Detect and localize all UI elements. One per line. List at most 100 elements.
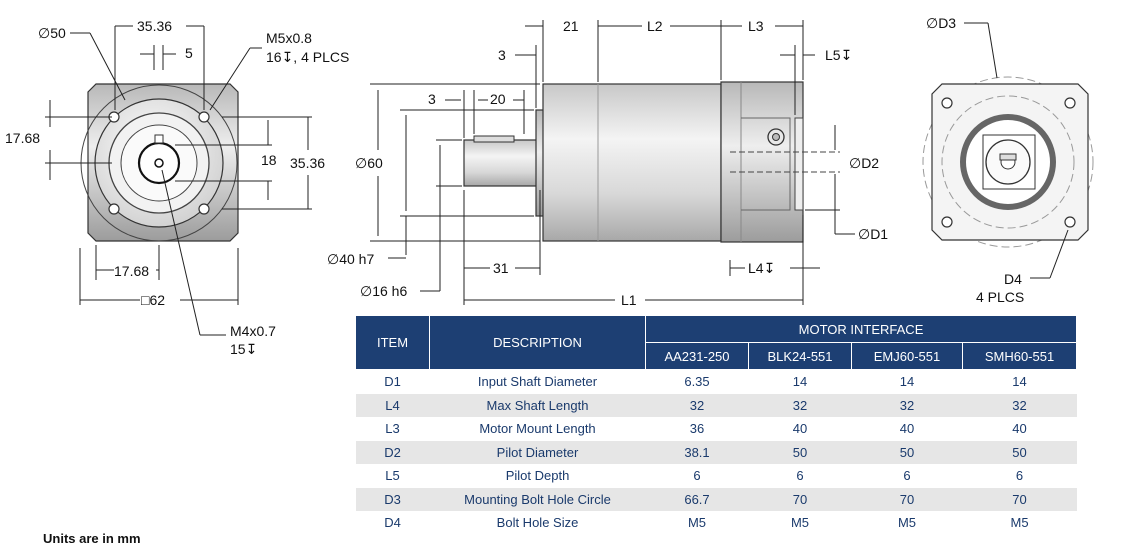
motor-header: BLK24-551 <box>748 342 852 370</box>
rear-dim-D4: D4 <box>1004 271 1022 287</box>
value-cell: 50 <box>748 440 852 464</box>
front-tap-label-1: M5x0.8 <box>266 30 312 46</box>
group-header: MOTOR INTERFACE <box>644 315 1078 343</box>
side-dim-L5: L5↧ <box>825 47 852 63</box>
side-dim-L1: L1 <box>621 292 637 308</box>
item-cell: D1 <box>384 374 401 390</box>
col-item-header: ITEM <box>355 315 430 370</box>
value-cell: 32 <box>851 393 963 417</box>
item-cell: L5 <box>385 468 400 484</box>
table-row: L4 Max Shaft Length 32 32 32 32 <box>355 393 1077 417</box>
value-cell: 14 <box>1012 374 1027 390</box>
item-cell: D2 <box>355 440 430 464</box>
front-key <box>154 134 164 144</box>
value-cell: 6 <box>693 468 701 484</box>
front-tap2-label-1: M4x0.7 <box>230 323 276 339</box>
value-cell: 40 <box>899 421 915 437</box>
value-cell: 38.1 <box>645 440 749 464</box>
value-cell: 32 <box>962 393 1077 417</box>
side-dim-40: ∅40 h7 <box>327 251 374 267</box>
table-row: D2 Pilot Diameter 38.1 50 50 50 <box>355 440 1077 464</box>
side-shaft-key <box>473 135 515 143</box>
front-view: ∅50 35.36 5 M5x0.8 16↧, 4 PLCS 17.68 18 … <box>5 18 349 357</box>
item-cell: D3 <box>355 487 430 511</box>
rear-bolt-circle <box>922 76 1094 248</box>
value-cell: 40 <box>1012 421 1027 437</box>
side-dim-3-top: 3 <box>498 47 506 63</box>
side-dim-L4: L4↧ <box>748 260 775 276</box>
front-half-label: 17.68 <box>5 130 40 146</box>
value-cell: 32 <box>748 393 852 417</box>
value-cell: 6.35 <box>684 374 710 390</box>
value-cell: 66.7 <box>645 487 749 511</box>
front-offset-label: 5 <box>185 45 193 61</box>
value-cell: M5 <box>687 515 707 531</box>
front-bolt-br <box>198 203 210 215</box>
front-tap2-label-2: 15↧ <box>230 341 257 357</box>
table-subheader-row: AA231-250 BLK24-551 EMJ60-551 SMH60-551 <box>356 342 1078 370</box>
rear-bolt-bl <box>941 216 953 228</box>
front-center-label: 18 <box>261 152 277 168</box>
side-dim-16: ∅16 h6 <box>360 283 407 299</box>
front-tap-label-2: 16↧, 4 PLCS <box>266 49 349 65</box>
value-cell: 36 <box>689 421 705 437</box>
desc-cell: Motor Mount Length <box>479 421 596 437</box>
item-cell: D4 <box>384 515 401 531</box>
side-dim-L2: L2 <box>647 18 663 34</box>
desc-cell: Input Shaft Diameter <box>477 374 598 390</box>
front-center-hole <box>154 158 164 168</box>
rear-bolt-br <box>1064 216 1076 228</box>
front-bolt-tr <box>198 111 210 123</box>
side-dim-20: 20 <box>490 91 506 107</box>
side-dim-3-left: 3 <box>428 91 436 107</box>
side-motor-pilot <box>794 117 804 211</box>
front-bottom-half-label: 17.68 <box>114 263 149 279</box>
table-row: D3 Mounting Bolt Hole Circle 66.7 70 70 … <box>355 487 1077 511</box>
side-dim-L3: L3 <box>748 18 764 34</box>
side-dim-D1: ∅D1 <box>858 226 888 242</box>
value-cell: M5 <box>790 515 810 531</box>
table-row: D4 Bolt Hole Size M5 M5 M5 M5 <box>356 511 1077 535</box>
desc-cell: Pilot Diameter <box>429 440 646 464</box>
desc-cell: Mounting Bolt Hole Circle <box>429 487 646 511</box>
motor-header: EMJ60-551 <box>851 342 963 370</box>
value-cell: 14 <box>792 374 808 390</box>
motor-header: SMH60-551 <box>961 342 1078 370</box>
motor-header: AA231-250 <box>645 342 749 370</box>
value-cell: 70 <box>851 487 963 511</box>
front-height-label: 35.36 <box>290 155 325 171</box>
rear-dim-plcs: 4 PLCS <box>976 289 1024 305</box>
rear-bolt-tr <box>1064 97 1076 109</box>
rear-bolt-tl <box>941 97 953 109</box>
item-cell: L3 <box>385 421 400 437</box>
desc-cell: Pilot Depth <box>505 468 570 484</box>
side-motor-flange <box>720 81 804 243</box>
item-cell: L4 <box>355 393 430 417</box>
value-cell: 6 <box>903 468 911 484</box>
side-dim-D2: ∅D2 <box>849 155 879 171</box>
table-row: L3 Motor Mount Length 36 40 40 40 <box>356 417 1077 441</box>
side-dim-21: 21 <box>563 18 579 34</box>
side-view: 3 21 L2 L3 L5↧ 3 20 ∅60 ∅D2 ∅D1 ∅40 h7 3… <box>327 18 888 308</box>
value-cell: 6 <box>796 468 804 484</box>
table-header-row: ITEM DESCRIPTION MOTOR INTERFACE <box>355 315 1078 370</box>
rear-view: ∅D3 D4 4 PLCS <box>922 15 1094 305</box>
side-body <box>542 83 722 242</box>
front-dia-label: ∅50 <box>38 25 66 41</box>
side-dim-31: 31 <box>493 260 509 276</box>
value-cell: M5 <box>897 515 917 531</box>
value-cell: 70 <box>748 487 852 511</box>
value-cell: 50 <box>851 440 963 464</box>
rear-dim-D3: ∅D3 <box>926 15 956 31</box>
table-row: D1 Input Shaft Diameter 6.35 14 14 14 <box>356 370 1077 394</box>
value-cell: 6 <box>1015 468 1024 484</box>
col-desc-header: DESCRIPTION <box>429 315 646 370</box>
desc-cell: Max Shaft Length <box>429 393 646 417</box>
side-dim-60: ∅60 <box>355 155 383 171</box>
units-note: Units are in mm <box>43 531 141 546</box>
side-output-shaft <box>463 139 541 187</box>
table-row: L5 Pilot Depth 6 6 6 6 <box>356 464 1077 488</box>
desc-cell: Bolt Hole Size <box>496 515 579 531</box>
motor-interface-table: ITEM DESCRIPTION MOTOR INTERFACE AA231-2… <box>355 315 1078 535</box>
